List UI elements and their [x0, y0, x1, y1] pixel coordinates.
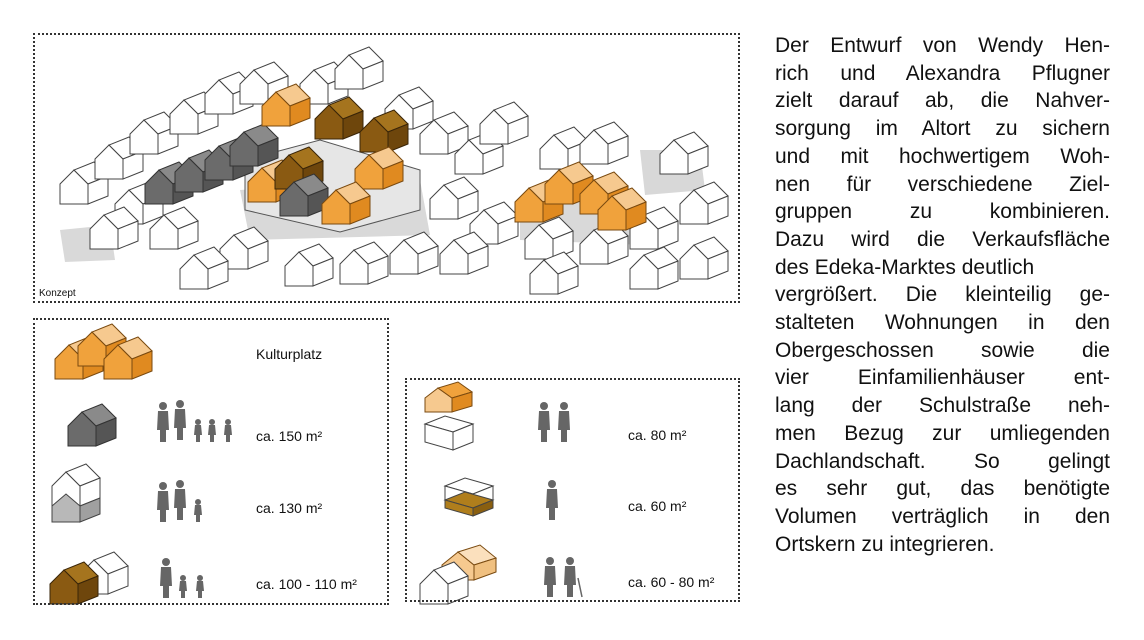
legend-label-80: ca. 80 m²: [628, 427, 687, 443]
description-text: Der Entwurf von Wendy Hen- rich und Alex…: [775, 32, 1110, 558]
concept-label: Konzept: [39, 288, 76, 299]
description-line: lang der Schulstraße neh-: [775, 394, 1110, 418]
description-line: Dachlandschaft. So gelingt: [775, 449, 1110, 473]
legend-apartment-60-icon: [443, 477, 495, 517]
description-line: Der Entwurf von Wendy Hen-: [775, 34, 1110, 57]
description-line: und mit hochwertigem Woh-: [775, 144, 1110, 168]
legend-panel-apartments: [405, 378, 740, 602]
legend-apartment-60-80-icon: [419, 544, 498, 605]
description-line: nen für verschiedene Ziel-: [775, 172, 1110, 196]
description-line: vergrößert. Die kleinteilig ge-: [775, 283, 1110, 307]
description-line: Dazu wird die Verkaufsfläche: [775, 227, 1110, 251]
description-line: des Edeka-Marktes deutlich: [775, 255, 1035, 279]
legend-panel-houses: [33, 318, 389, 605]
description-line: zielt darauf ab, die Nahver-: [775, 89, 1110, 113]
description-line: vier Einfamilienhäuser ent-: [775, 366, 1110, 390]
legend-house-130-icon: [51, 463, 101, 523]
description-line: Volumen verträglich in den: [775, 504, 1110, 528]
description-line: sorgung im Altort zu sichern: [775, 117, 1110, 141]
concept-panel: Konzept: [33, 33, 740, 303]
description-line: Obergeschossen sowie die: [775, 338, 1110, 362]
description-line: gruppen zu kombinieren.: [775, 200, 1110, 224]
description-line: stalteten Wohnungen in den: [775, 311, 1110, 335]
legend-label-60-80: ca. 60 - 80 m²: [628, 574, 715, 590]
legend-apartment-80-icon: [424, 381, 474, 451]
legend-label-130: ca. 130 m²: [256, 500, 323, 516]
concept-map: [59, 46, 729, 295]
description-line: rich und Alexandra Pflugner: [775, 61, 1110, 85]
legend-label-60: ca. 60 m²: [628, 498, 687, 514]
legend-label-100-110: ca. 100 - 110 m²: [256, 576, 357, 592]
legend-label-kulturplatz: Kulturplatz: [256, 346, 323, 362]
description-line: Ortskern zu integrieren.: [775, 532, 995, 556]
legend-label-150: ca. 150 m²: [256, 428, 323, 444]
description-line: men Bezug zur umliegenden: [775, 421, 1110, 445]
description-line: es sehr gut, das benötigte: [775, 477, 1110, 501]
legend-seniors-icon: [544, 557, 583, 598]
